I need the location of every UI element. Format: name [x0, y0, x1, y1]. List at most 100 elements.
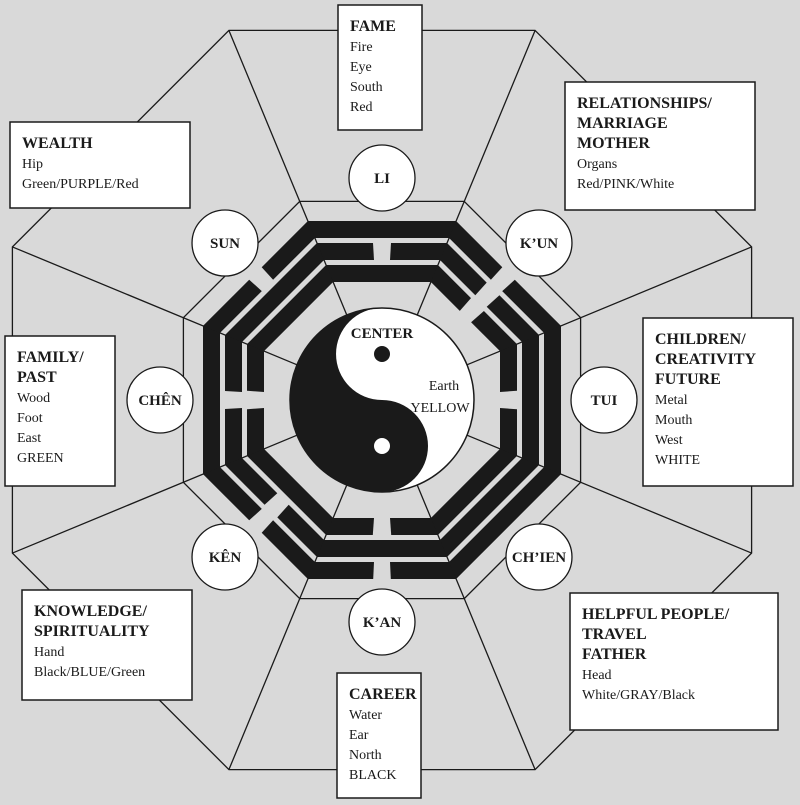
life-area-title: HELPFUL PEOPLE/ [582, 606, 730, 623]
life-area-title: CREATIVITY [655, 351, 757, 368]
trigram-circle: TUI [570, 366, 638, 434]
life-area-attribute: Red [350, 100, 373, 115]
trigram-kun-icon [430, 221, 561, 352]
trigram-line-solid [203, 325, 220, 475]
life-area-box [9, 121, 191, 209]
life-area-title: MOTHER [577, 135, 650, 152]
trigram-line-solid [522, 335, 539, 465]
trigram-name: SUN [210, 236, 240, 252]
trigram-line-solid [247, 265, 334, 352]
center-element: Earth [429, 379, 459, 394]
trigram-circle: K’UN [505, 209, 573, 277]
life-area-title: WEALTH [22, 135, 93, 152]
life-area-attribute: Hip [22, 157, 43, 172]
life-area-title: FATHER [582, 646, 647, 663]
trigram-chen-icon [203, 325, 264, 475]
life-area-attribute: Red/PINK/White [577, 177, 674, 192]
life-area-attribute: Fire [350, 40, 373, 55]
life-area-attribute: GREEN [17, 451, 64, 466]
life-area-title: PAST [17, 369, 57, 386]
trigram-line-broken [225, 458, 278, 505]
trigram-circle: CHÊN [126, 366, 194, 434]
trigram-circle: K’AN [348, 588, 416, 656]
life-area-helpful: HELPFUL PEOPLE/TRAVELFATHERHeadWhite/GRA… [569, 592, 779, 731]
trigram-name: LI [374, 171, 390, 187]
trigram-name: TUI [591, 393, 618, 409]
trigram-kan-icon [307, 518, 457, 579]
life-area-box [642, 317, 794, 487]
life-area-title: MARRIAGE [577, 115, 668, 132]
trigram-line-broken [247, 344, 264, 392]
life-area-attribute: Eye [350, 60, 372, 75]
life-area-title: FAMILY/ [17, 349, 84, 366]
trigram-line-broken [317, 243, 374, 260]
trigram-line-solid [225, 243, 324, 342]
trigram-line-broken [500, 408, 517, 456]
trigram-line-solid [430, 448, 517, 535]
trigram-line-broken [247, 408, 264, 456]
trigram-li-icon [307, 221, 457, 282]
trigram-line-broken [225, 335, 242, 392]
trigram-line-solid [247, 448, 334, 535]
life-area-box [336, 672, 422, 799]
trigram-line-solid [307, 221, 457, 238]
trigram-line-broken [449, 221, 503, 280]
trigram-line-broken [203, 467, 262, 521]
life-area-title: FUTURE [655, 371, 721, 388]
life-area-attribute: Ear [349, 728, 369, 743]
life-area-attribute: Head [582, 668, 612, 683]
life-area-attribute: South [350, 80, 383, 95]
life-area-attribute: Hand [34, 645, 64, 660]
trigram-ring [203, 221, 561, 579]
life-area-title: SPIRITUALITY [34, 623, 150, 640]
trigram-line-broken [390, 518, 438, 535]
trigram-line-broken [261, 221, 315, 280]
life-area-attribute: BLACK [349, 768, 396, 783]
trigram-line-solid [440, 458, 539, 557]
trigram-line-broken [307, 562, 374, 579]
life-area-box [337, 4, 423, 131]
trigram-line-broken [277, 504, 324, 557]
trigram-line-broken [502, 279, 561, 333]
trigram-chien-icon [430, 448, 561, 579]
life-area-attribute: Mouth [655, 413, 692, 428]
life-area-box [569, 592, 779, 731]
trigram-line-broken [430, 265, 471, 311]
trigram-line-broken [486, 295, 539, 342]
trigram-line-broken [261, 520, 315, 579]
trigram-line-broken [326, 518, 374, 535]
life-area-attribute: West [655, 433, 683, 448]
life-area-box [21, 589, 193, 701]
life-area-attribute: East [17, 431, 41, 446]
trigram-ken-icon [203, 448, 334, 579]
trigram-name: K’UN [520, 236, 558, 252]
life-area-children: CHILDREN/CREATIVITYFUTUREMetalMouthWestW… [642, 317, 794, 487]
trigram-name: CH’IEN [512, 550, 566, 566]
life-area-attribute: Wood [17, 391, 50, 406]
trigram-line-broken [471, 311, 517, 352]
life-area-attribute: Black/BLUE/Green [34, 665, 145, 680]
life-area-title: CHILDREN/ [655, 331, 746, 348]
life-area-knowledge: KNOWLEDGE/SPIRITUALITYHandBlack/BLUE/Gre… [21, 589, 193, 701]
life-area-attribute: White/GRAY/Black [582, 688, 695, 703]
trigram-circle: SUN [191, 209, 259, 277]
life-area-attribute: Green/PURPLE/Red [22, 177, 139, 192]
life-area-title: CAREER [349, 686, 417, 703]
trigram-circle: CH’IEN [505, 523, 573, 591]
trigram-line-solid [449, 467, 561, 579]
life-area-title: FAME [350, 18, 396, 35]
trigram-name: CHÊN [138, 392, 182, 409]
trigram-line-solid [544, 325, 561, 475]
trigram-sun-icon [203, 221, 334, 352]
trigram-line-broken [500, 344, 517, 392]
trigram-circle: LI [348, 144, 416, 212]
trigram-line-broken [225, 408, 242, 465]
life-area-attribute: Organs [577, 157, 617, 172]
trigram-name: K’AN [363, 615, 401, 631]
